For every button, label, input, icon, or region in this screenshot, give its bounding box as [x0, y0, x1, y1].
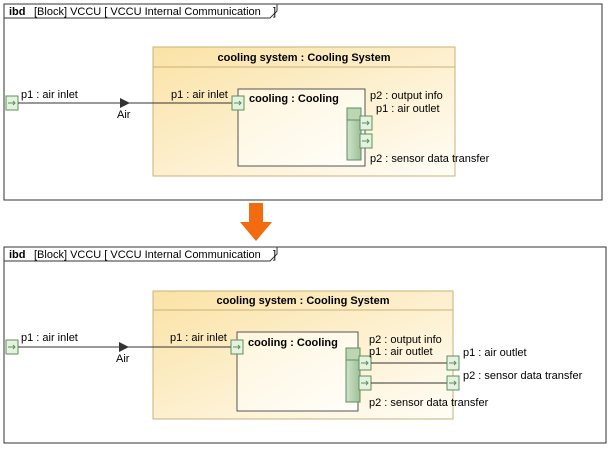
top-connector-arrowhead-icon	[120, 98, 130, 108]
bottom-boundary-port-air-outlet-label: p1 : air outlet	[463, 347, 527, 359]
bottom-port-air-outlet-arrow-icon	[361, 360, 369, 366]
bottom-port-output-info-label: p2 : output info	[369, 334, 442, 346]
bottom-outer-block-title: cooling system : Cooling System	[217, 295, 390, 307]
top-port-air-outlet-label: p1 : air outlet	[376, 103, 440, 115]
top-external-port-label: p1 : air inlet	[21, 89, 78, 101]
top-external-port-arrow-icon	[8, 100, 16, 106]
bottom-connector-label: Air	[116, 353, 130, 365]
top-inner-block[interactable]	[237, 88, 366, 167]
bottom-port-sensor-label: p2 : sensor data transfer	[369, 397, 489, 409]
top-diagram: ibd [Block] VCCU [ VCCU Internal Communi…	[3, 3, 603, 201]
top-outer-block-title: cooling system : Cooling System	[218, 52, 391, 64]
bottom-inner-block[interactable]	[236, 331, 359, 412]
bottom-inner-block-title: cooling : Cooling	[248, 337, 338, 349]
top-port-output-info[interactable]	[346, 107, 362, 121]
bottom-connector-arrowhead-icon	[119, 342, 129, 352]
bottom-port-air-outlet-label: p1 : air outlet	[369, 346, 433, 358]
top-frame-title: [Block] VCCU [ VCCU Internal Communicati…	[34, 6, 276, 18]
transition-arrow-icon	[240, 203, 272, 241]
top-port-output-info-label: p2 : output info	[370, 90, 443, 102]
top-frame-tab	[4, 4, 278, 19]
top-port-sensor-arrow-icon	[362, 138, 370, 144]
top-port-sensor-label: p2 : sensor data transfer	[370, 153, 490, 165]
top-outer-port-label: p1 : air inlet	[171, 89, 228, 101]
top-port-air-outlet-arrow-icon	[362, 120, 370, 126]
bottom-external-port-arrow-icon	[8, 344, 16, 350]
top-connector-label: Air	[117, 109, 131, 121]
bottom-inner-port-arrow-icon	[233, 344, 241, 350]
bottom-port-output-info[interactable]	[345, 347, 361, 361]
top-inner-block-title: cooling : Cooling	[249, 93, 339, 105]
top-frame-keyword: ibd	[9, 6, 26, 18]
bottom-frame-keyword: ibd	[9, 249, 26, 261]
bottom-outer-port-label: p1 : air inlet	[170, 332, 227, 344]
bottom-frame-title: [Block] VCCU [ VCCU Internal Communicati…	[34, 249, 276, 261]
bottom-diagram: ibd [Block] VCCU [ VCCU Internal Communi…	[3, 246, 607, 444]
bottom-frame-tab	[4, 247, 278, 262]
bottom-boundary-port-sensor-arrow-icon	[449, 380, 457, 386]
bottom-port-sensor-arrow-icon	[361, 380, 369, 386]
bottom-boundary-port-air-outlet-arrow-icon	[449, 360, 457, 366]
bottom-boundary-port-sensor-label: p2 : sensor data transfer	[463, 370, 583, 382]
top-inner-port-arrow-icon	[234, 100, 242, 106]
bottom-external-port-label: p1 : air inlet	[21, 332, 78, 344]
